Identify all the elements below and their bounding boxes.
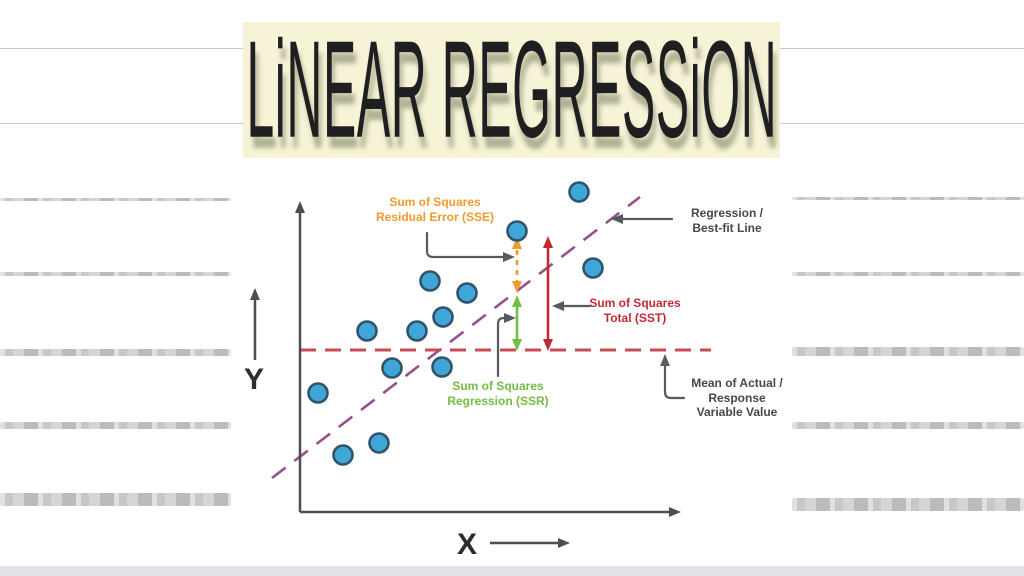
grunge-bar xyxy=(0,422,231,429)
data-point xyxy=(356,320,378,342)
grunge-bar xyxy=(792,197,1024,200)
data-point xyxy=(456,282,478,304)
grunge-bar xyxy=(792,498,1024,511)
sse-leader-line xyxy=(425,231,515,262)
x-axis-annotation: X xyxy=(457,528,570,561)
data-point xyxy=(506,220,528,242)
y-axis-label: Y xyxy=(244,363,264,396)
sse-label-line1: Sum of Squares xyxy=(389,195,481,209)
data-point xyxy=(432,306,454,328)
data-point xyxy=(568,181,590,203)
mean-label: Mean of Actual / Response Variable Value xyxy=(691,376,783,419)
y-axis-annotation: Y xyxy=(244,288,264,396)
mean-label-line3: Variable Value xyxy=(697,405,778,419)
data-point xyxy=(368,432,390,454)
data-point xyxy=(582,257,604,279)
ssr-label: Sum of Squares Regression (SSR) xyxy=(447,379,548,408)
sst-label: Sum of Squares Total (SST) xyxy=(589,296,681,325)
ssr-arrow xyxy=(512,295,522,351)
data-point xyxy=(406,320,428,342)
sst-label-line1: Sum of Squares xyxy=(589,296,681,310)
bottom-strip xyxy=(0,566,1024,576)
y-axis xyxy=(295,201,305,512)
data-point xyxy=(381,357,403,379)
grunge-bar xyxy=(792,422,1024,429)
ssr-label-line1: Sum of Squares xyxy=(452,379,544,393)
x-axis xyxy=(300,507,681,517)
data-point xyxy=(431,356,453,378)
x-axis-label: X xyxy=(457,528,477,561)
sse-label: Sum of Squares Residual Error (SSE) xyxy=(376,195,494,224)
data-point xyxy=(332,444,354,466)
grunge-bar xyxy=(0,493,231,506)
page-title: LiNEAR REGRESSiON xyxy=(246,12,777,167)
scatter-points xyxy=(307,181,604,466)
title-banner: LiNEAR REGRESSiON xyxy=(243,12,780,167)
grunge-bar xyxy=(792,347,1024,356)
regression-label-line1: Regression / xyxy=(691,206,764,220)
regression-best-fit-line xyxy=(271,195,641,480)
sst-leader-line xyxy=(552,301,592,311)
sse-arrow xyxy=(512,237,522,293)
regression-label: Regression / Best-fit Line xyxy=(691,206,764,235)
data-point xyxy=(419,270,441,292)
ssr-leader-line xyxy=(496,313,516,378)
sse-label-line2: Residual Error (SSE) xyxy=(376,210,494,224)
mean-label-line1: Mean of Actual / xyxy=(691,376,783,390)
regression-label-line2: Best-fit Line xyxy=(692,221,762,235)
sst-arrow xyxy=(543,236,553,351)
ssr-label-line2: Regression (SSR) xyxy=(447,394,548,408)
data-point xyxy=(307,382,329,404)
regression-leader-line xyxy=(611,214,674,224)
grunge-bar xyxy=(0,349,231,356)
grunge-bar xyxy=(0,272,231,276)
mean-label-line2: Response xyxy=(708,391,766,405)
mean-leader-line xyxy=(660,354,686,400)
grunge-bar xyxy=(792,272,1024,276)
grunge-bar xyxy=(0,198,231,201)
sst-label-line2: Total (SST) xyxy=(604,311,666,325)
